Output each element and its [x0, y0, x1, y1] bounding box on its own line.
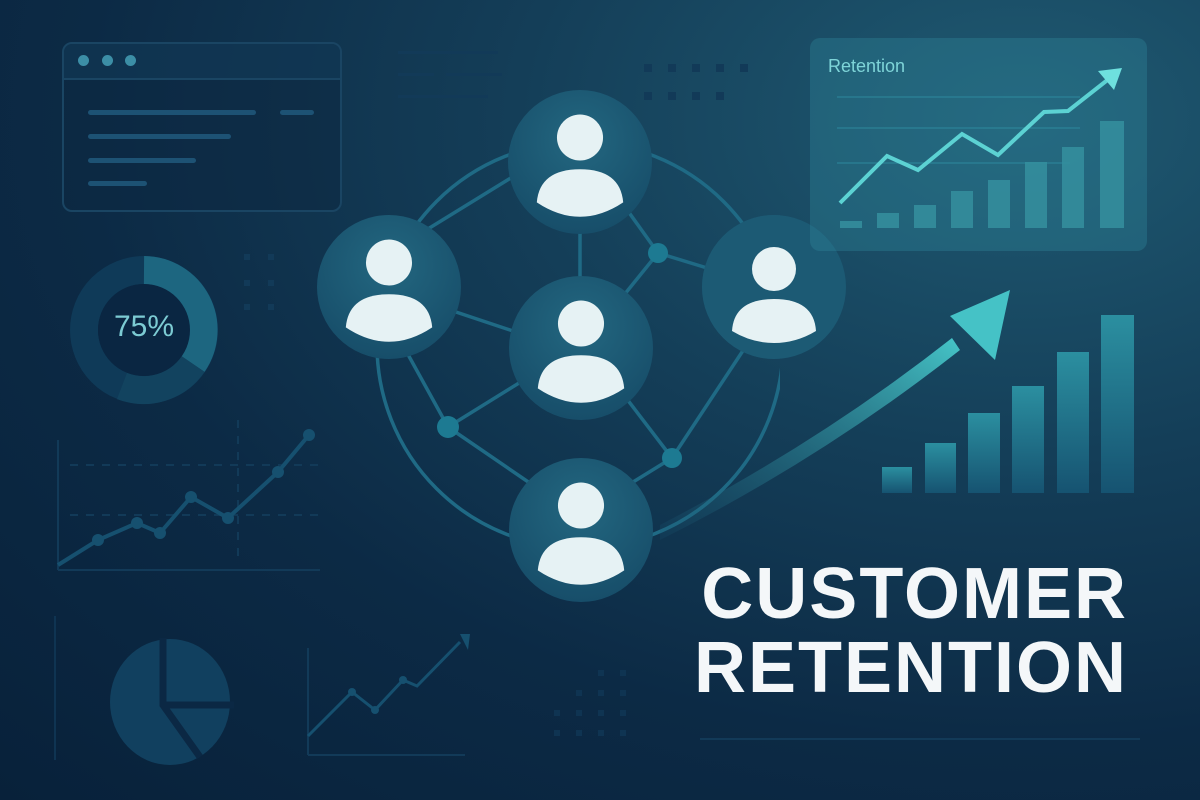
divider: [700, 738, 1140, 740]
decorative-lines: [398, 51, 502, 98]
retention-card: Retention: [810, 38, 1147, 251]
user-icon-center: [509, 276, 653, 420]
window-title-bar: [64, 44, 340, 80]
user-icon-top: [508, 90, 652, 234]
retention-card-title: Retention: [828, 56, 906, 76]
line-chart-bottom: [306, 634, 470, 756]
window-dot-icon: [102, 55, 113, 66]
hero-title-line2: RETENTION: [693, 628, 1128, 708]
growth-arrow-chart: [660, 290, 1134, 540]
donut-label: 75%: [113, 310, 175, 343]
retention-chart: [837, 68, 1124, 228]
placeholder-line: [88, 181, 147, 186]
window-dot-icon: [125, 55, 136, 66]
user-icon-bottom: [509, 458, 653, 602]
line-chart-left: [56, 420, 320, 571]
donut-chart: [70, 256, 218, 404]
browser-window-mockup: [62, 42, 342, 212]
hero-title-line1: CUSTOMER: [701, 554, 1128, 634]
window-dot-icon: [78, 55, 89, 66]
decorative-dot-grid: [244, 254, 274, 310]
decorative-dot-grid: [644, 64, 748, 100]
placeholder-line: [88, 158, 196, 163]
user-icon-right: [702, 215, 846, 359]
network-junction: [648, 243, 668, 263]
placeholder-line: [280, 110, 314, 115]
placeholder-line: [88, 134, 231, 139]
pie-chart: [54, 616, 234, 765]
placeholder-line: [88, 110, 256, 115]
decorative-dot-grid: [554, 670, 626, 736]
user-icon-left: [317, 215, 461, 359]
